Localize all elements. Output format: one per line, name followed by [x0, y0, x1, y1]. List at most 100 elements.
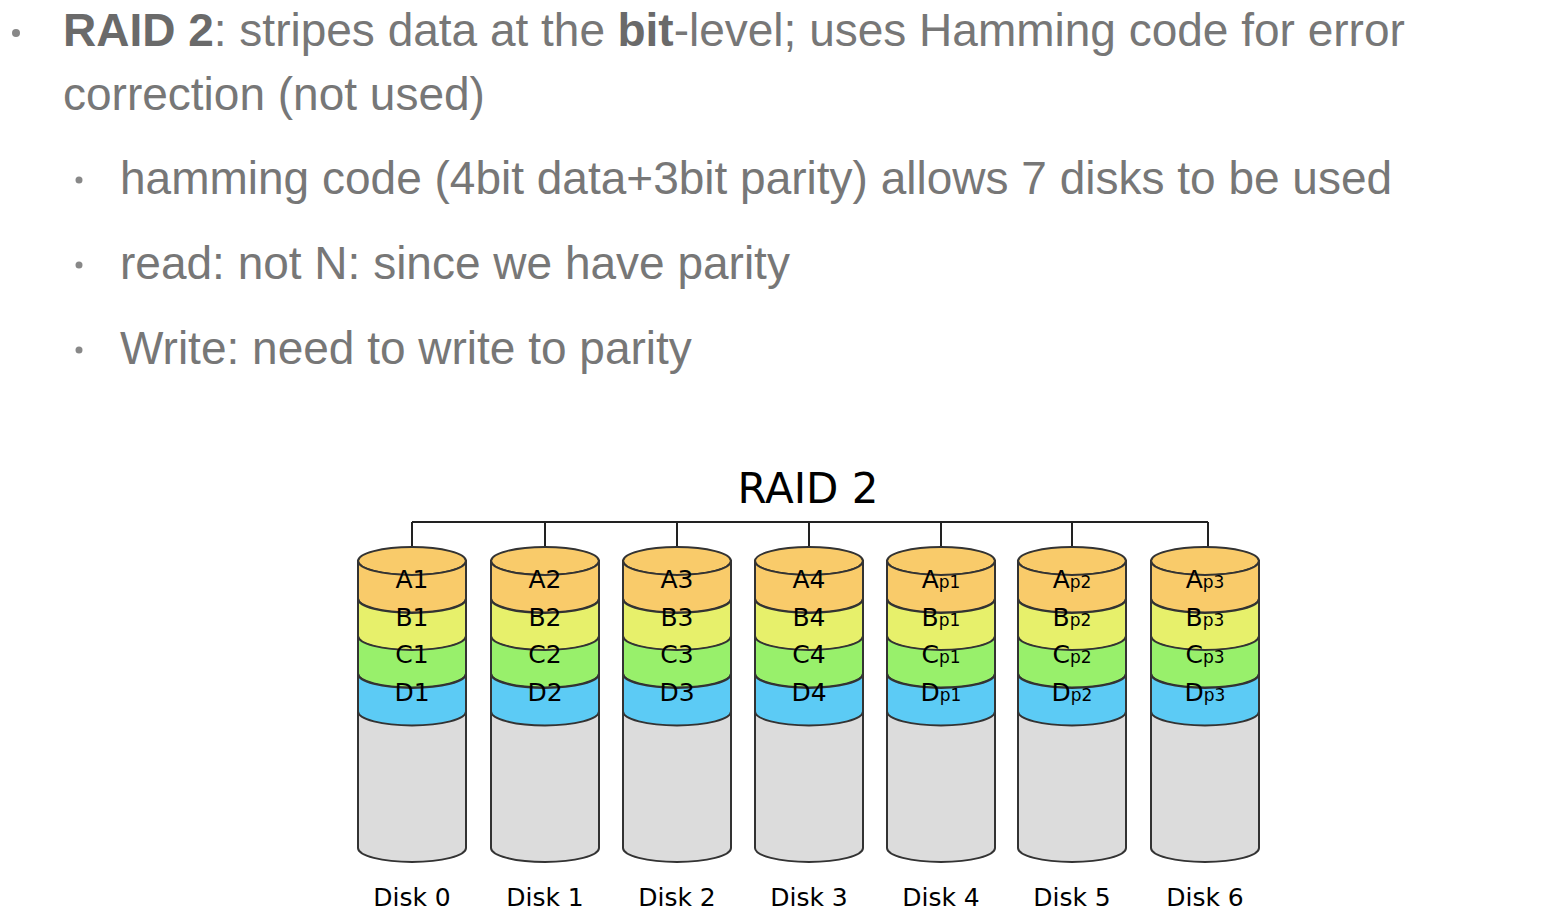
stripe-letter: A — [1053, 565, 1070, 594]
data-stripe: D1 — [358, 674, 466, 712]
stripe-letter: C — [1185, 640, 1202, 669]
bullet-text: bit — [617, 4, 673, 56]
stripe-label: Dp2 — [1018, 678, 1126, 710]
cylinder-body — [491, 561, 599, 862]
data-stripe: C3 — [623, 636, 731, 674]
disk-label: Disk 0 — [338, 883, 486, 913]
stripe-letter: C — [921, 640, 938, 669]
stripe-label: Ap1 — [887, 565, 995, 597]
data-stripe: Ap3 — [1151, 561, 1259, 599]
stripe-fill — [1018, 561, 1126, 613]
data-stripe: Bp3 — [1151, 599, 1259, 637]
stripe-fill — [1151, 599, 1259, 651]
parity-subscript: p3 — [1203, 647, 1225, 667]
disk-label: Disk 6 — [1131, 883, 1279, 913]
data-stripe: B1 — [358, 599, 466, 637]
stripe-label: C1 — [358, 640, 466, 670]
stripe-fill — [887, 561, 995, 613]
bullet-text: : stripes data at the — [214, 4, 605, 56]
data-stripe: C4 — [755, 636, 863, 674]
disk-label: Disk 4 — [867, 883, 1015, 913]
stripe-fill — [755, 674, 863, 726]
disk-cylinder: Disk 1A2B2C2D2 — [491, 545, 599, 865]
parity-subscript: p1 — [939, 610, 961, 630]
disk-cylinder: Disk 3A4B4C4D4 — [755, 545, 863, 865]
disk-cylinder: Disk 6Ap3Bp3Cp3Dp3 — [1151, 545, 1259, 865]
parity-subscript: p1 — [940, 685, 962, 705]
stripe-letter: D — [921, 678, 940, 707]
stripe-fill — [887, 599, 995, 651]
data-stripe: Ap1 — [887, 561, 995, 599]
stripe-letter: A — [1186, 565, 1203, 594]
stripe-letter: B — [922, 603, 939, 632]
data-stripe: B3 — [623, 599, 731, 637]
data-stripe: C1 — [358, 636, 466, 674]
bullet-dot — [76, 262, 83, 269]
data-stripe: B2 — [491, 599, 599, 637]
data-stripe: D2 — [491, 674, 599, 712]
data-stripe: C2 — [491, 636, 599, 674]
disk-label: Disk 1 — [471, 883, 619, 913]
data-stripe: Bp1 — [887, 599, 995, 637]
data-stripe: A4 — [755, 561, 863, 599]
data-stripe: Ap2 — [1018, 561, 1126, 599]
stripe-label: C4 — [755, 640, 863, 670]
sub-bullet-text: read: not N: since we have parity — [120, 231, 1530, 295]
disk-cylinder: Disk 4Ap1Bp1Cp1Dp1 — [887, 545, 995, 865]
parity-subscript: p3 — [1203, 572, 1225, 592]
data-stripe: Bp2 — [1018, 599, 1126, 637]
data-stripe: D3 — [623, 674, 731, 712]
sub-bullet-text: Write: need to write to parity — [120, 316, 1530, 380]
sub-bullet-text: hamming code (4bit data+3bit parity) all… — [120, 146, 1530, 210]
bullet-dot — [76, 347, 83, 354]
stripe-label: A3 — [623, 565, 731, 595]
stripe-label: Cp1 — [887, 640, 995, 672]
data-stripe: A2 — [491, 561, 599, 599]
data-stripe: Dp2 — [1018, 674, 1126, 712]
stripe-label: Cp3 — [1151, 640, 1259, 672]
data-stripe: A3 — [623, 561, 731, 599]
parity-subscript: p1 — [939, 647, 961, 667]
stripe-label: Dp1 — [887, 678, 995, 710]
stripe-label: A2 — [491, 565, 599, 595]
stripe-fill — [358, 674, 466, 726]
stripe-label: C3 — [623, 640, 731, 670]
data-stripe: A1 — [358, 561, 466, 599]
data-stripe: D4 — [755, 674, 863, 712]
disk-label: Disk 3 — [735, 883, 883, 913]
disk-label: Disk 5 — [998, 883, 1146, 913]
stripe-label: A1 — [358, 565, 466, 595]
raid-level-name: RAID 2 — [63, 4, 214, 56]
data-stripe: Cp2 — [1018, 636, 1126, 674]
parity-subscript: p2 — [1070, 647, 1092, 667]
stripe-letter: B — [1186, 603, 1203, 632]
stripe-fill — [491, 674, 599, 726]
data-stripe: B4 — [755, 599, 863, 637]
stripe-label: B3 — [623, 603, 731, 633]
stripe-fill — [1018, 674, 1126, 726]
stripe-label: D2 — [491, 678, 599, 708]
cylinder-body — [623, 561, 731, 862]
data-stripe: Cp3 — [1151, 636, 1259, 674]
stripe-label: D3 — [623, 678, 731, 708]
stripe-fill — [887, 636, 995, 688]
disk-cylinder: Disk 0A1B1C1D1 — [358, 545, 466, 865]
bullet-text: RAID 2: stripes data at thebit-level; us… — [63, 0, 1483, 126]
cylinder-body — [755, 561, 863, 862]
disk-label: Disk 2 — [603, 883, 751, 913]
cylinder-body — [1018, 561, 1126, 862]
stripe-letter: B — [1053, 603, 1070, 632]
parity-subscript: p1 — [939, 572, 961, 592]
stripe-fill — [623, 674, 731, 726]
stripe-fill — [1151, 561, 1259, 613]
data-stripe: Dp3 — [1151, 674, 1259, 712]
stripe-letter: D — [1185, 678, 1204, 707]
parity-subscript: p2 — [1070, 572, 1092, 592]
parity-subscript: p3 — [1204, 685, 1226, 705]
stripe-letter: C — [1052, 640, 1069, 669]
stripe-label: B2 — [491, 603, 599, 633]
stripe-fill — [1151, 636, 1259, 688]
stripe-fill — [1018, 599, 1126, 651]
stripe-fill — [1151, 674, 1259, 726]
stripe-label: Bp3 — [1151, 603, 1259, 635]
